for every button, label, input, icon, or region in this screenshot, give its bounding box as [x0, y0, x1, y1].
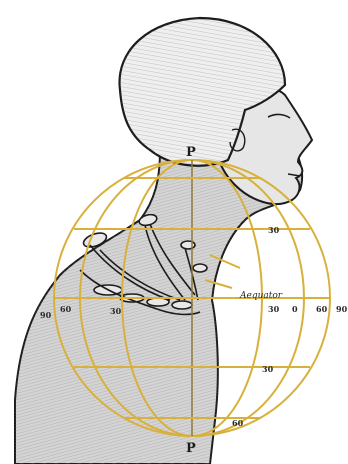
eq-right-60-label: 60	[316, 304, 328, 314]
lat-60-lower-label: 60	[232, 418, 244, 428]
eq-left-60-label: 60	[60, 304, 72, 314]
eq-left-90-label: 90	[40, 310, 52, 320]
eq-right-90-label: 90	[336, 304, 348, 314]
eq-left-30-label: 30	[110, 306, 122, 316]
equator-label: Aequator	[239, 291, 283, 301]
lat-30-upper-label: 30	[268, 225, 280, 235]
pole-label-bottom: P	[186, 441, 196, 456]
pole-label-top: P	[186, 145, 196, 160]
eq-right-0-label: 0	[292, 304, 298, 314]
lat-30-lower-label: 30	[262, 364, 274, 374]
eq-right-30-label: 30	[268, 304, 280, 314]
